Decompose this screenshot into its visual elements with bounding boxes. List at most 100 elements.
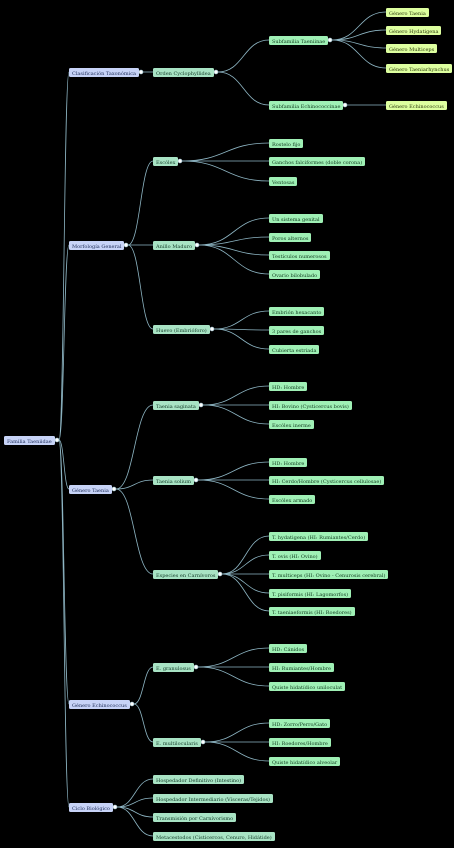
mindmap-node-r-1-1-1[interactable]: Poros alternos [269,232,312,242]
mindmap-node-r-2-2-1[interactable]: T. ovis (HI: Ovino) [269,550,321,560]
mindmap-node-r-4-2[interactable]: Transmisión por Carnívorismo [153,812,237,822]
mindmap-node-r-2-2[interactable]: Especies en Carnívoros [153,569,219,579]
mindmap-connector-dot [327,37,333,43]
mindmap-node-r-3-1-2[interactable]: Quiste hidatídico alveolar [269,756,341,766]
mindmap-node-r-1-1-3[interactable]: Ovario bilobulado [269,269,321,279]
mindmap-connector-dot [123,242,129,248]
mindmap-node-r-3-1[interactable]: E. multilocularis [153,737,201,747]
mindmap-node-r-0-0-0-2[interactable]: Género Multiceps [386,43,438,53]
mindmap-node-r-2-1[interactable]: Taenia solium [153,475,195,485]
mindmap-link [127,244,154,330]
mindmap-node-r-1-0-1[interactable]: Ganchos falciformes (doble corona) [269,156,366,166]
mindmap-connector-dot [200,739,206,745]
mindmap-node-r-2-0[interactable]: Taenia saginata [153,400,199,410]
mindmap-connector-dot [209,326,215,332]
mindmap-link [217,39,270,73]
mindmap-link [58,71,70,441]
mindmap-connector-dot [342,102,348,108]
mindmap-link [197,461,270,481]
mindmap-node-r-1-1[interactable]: Anillo Maduro [153,240,196,250]
mindmap-node-r-3-0-0[interactable]: HD: Cánidos [269,643,308,653]
mindmap-node-r-3-0-1[interactable]: HI: Rumiantes/Hombre [269,662,335,672]
mindmap-node-r-2-2-3[interactable]: T. pisiformis (HI: Lagomorfos) [269,588,352,598]
mindmap-node-r-1-2[interactable]: Huevo (Embrióforo) [153,324,210,334]
mindmap-node-r-1-2-0[interactable]: Embrión hexacanto [269,306,325,316]
mindmap-node-r-0-0[interactable]: Orden Cyclophyllidea [153,67,214,77]
mindmap-link [133,703,154,743]
mindmap-node-r-4-0[interactable]: Hospedador Definitivo (Intestino) [153,774,245,784]
mindmap-node-r-3-0[interactable]: E. granulosus [153,662,194,672]
mindmap-node-r-4[interactable]: Ciclo Biológico [69,802,113,812]
mindmap-node-r-0-0-0-0[interactable]: Género Taenia [386,7,429,17]
mindmap-link [331,29,387,41]
mindmap-node-r-0-0-0-1[interactable]: Género Hydatigena [386,25,442,35]
mindmap-link [331,39,387,69]
mindmap-node-r-3-0-2[interactable]: Quiste hidatídico uniloculat [269,681,346,691]
mindmap-node-r-4-3[interactable]: Metacestodos (Cisticercos, Cenuro, Hidát… [153,831,275,841]
mindmap-connector-dot [193,477,199,483]
mindmap-connector-dot [213,69,219,75]
mindmap-link [116,797,154,808]
mindmap-node-r-0-0-0-3[interactable]: Género Taeniarhynchus [386,63,453,73]
mindmap-connector-dot [193,664,199,670]
mindmap-link [198,236,270,246]
mindmap-link [221,535,270,575]
mindmap-node-r-1-2-1[interactable]: 3 pares de ganchos [269,325,325,335]
mindmap-link [204,741,270,762]
mindmap-node-r[interactable]: Familia Taeniidae [4,435,55,445]
mindmap-node-r-2-2-0[interactable]: T. hydatigena (HI: Rumiantes/Cerdo) [269,531,369,541]
mindmap-node-r-0-0-1-0[interactable]: Género Echinococcus [386,100,447,110]
mindmap-connector-dot [54,437,60,443]
mindmap-connector-dot [111,486,117,492]
mindmap-node-r-3-1-1[interactable]: HI: Roedores/Hombre [269,737,331,747]
mindmap-node-r-1-1-2[interactable]: Testículos numerosos [269,250,330,260]
mindmap-node-r-1-0[interactable]: Escólex [153,156,179,166]
mindmap-link [58,439,70,705]
mindmap-connector-dot [198,402,204,408]
mindmap-node-r-1[interactable]: Morfología General [69,240,125,250]
mindmap-link [115,404,154,490]
mindmap-node-r-0[interactable]: Clasificación Taxonómica [69,67,140,77]
mindmap-connector-dot [138,69,144,75]
mindmap-node-r-1-2-2[interactable]: Cubierta estriada [269,344,320,354]
mindmap-node-r-3[interactable]: Género Echinococcus [69,699,130,709]
mindmap-link [58,244,70,441]
mindmap-link [116,806,154,818]
mindmap-node-r-2-2-2[interactable]: T. multiceps (HI: Ovino - Cenurosis cere… [269,569,389,579]
mindmap-node-r-2[interactable]: Género Taenia [69,484,112,494]
mindmap-link [198,217,270,246]
mindmap-link [115,488,154,575]
mindmap-connector-dot [194,242,200,248]
mindmap-node-r-2-1-0[interactable]: HD: Hombre [269,457,308,467]
mindmap-link [198,244,270,275]
mindmap-node-r-0-0-0[interactable]: Subfamilia Taeniinae [269,35,329,45]
mindmap-link [115,479,154,490]
mindmap-node-r-4-1[interactable]: Hospedador Intermediario (Vísceras/Tejid… [153,793,273,803]
mindmap-link [213,328,270,350]
mindmap-node-r-2-0-0[interactable]: HD: Hombre [269,381,308,391]
mindmap-node-r-3-1-0[interactable]: HD: Zorro/Perro/Gato [269,718,331,728]
mindmap-link [202,404,270,425]
mindmap-node-r-2-1-2[interactable]: Escólex armado [269,494,316,504]
mindmap-link [197,647,270,668]
mindmap-link [217,71,270,106]
mindmap-node-r-1-0-2[interactable]: Ventosas [269,176,298,186]
mindmap-link [133,666,154,705]
mindmap-node-r-2-2-4[interactable]: T. taeniaeformis (HI: Roedores) [269,606,355,616]
mindmap-node-r-2-0-1[interactable]: HI: Bovino (Cysticercus bovis) [269,400,352,410]
mindmap-node-r-0-0-1[interactable]: Subfamilia Echinococcinae [269,100,344,110]
mindmap-link [116,778,154,808]
mindmap-link [127,160,154,246]
mindmap-link [221,573,270,594]
mindmap-link [58,439,70,808]
mindmap-link [181,160,270,182]
mindmap-node-r-1-1-0[interactable]: Un sistema genital [269,213,323,223]
mindmap-link [198,244,270,256]
mindmap-node-r-2-1-1[interactable]: HI: Cerdo/Hombre (Cysticercus cellulosae… [269,475,385,485]
mindmap-connector-dot [217,571,223,577]
mindmap-connector-dot [129,701,135,707]
mindmap-link [331,11,387,41]
mindmap-node-r-1-0-0[interactable]: Rostelo fijo [269,138,304,148]
mindmap-node-r-2-0-2[interactable]: Escólex inerme [269,419,314,429]
